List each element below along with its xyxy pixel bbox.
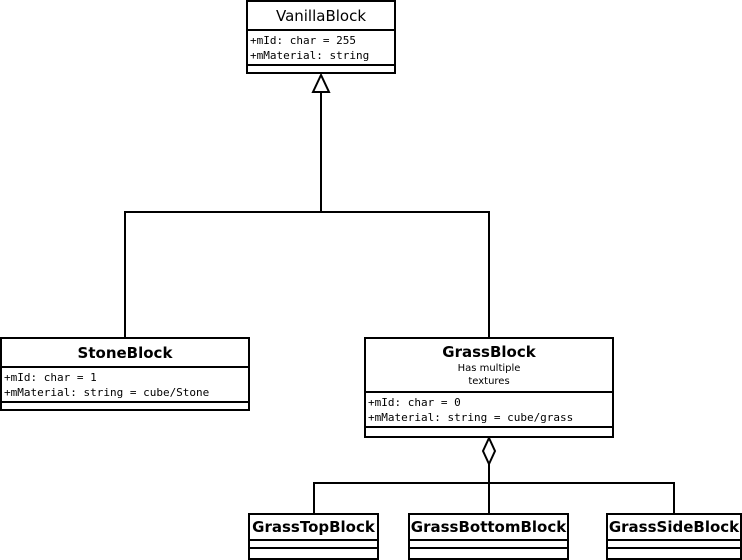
attribute-list: +mId: char = 0 +mMaterial: string = cube… xyxy=(366,393,612,426)
divider xyxy=(410,547,567,549)
class-name: VanillaBlock xyxy=(275,7,367,25)
divider xyxy=(248,64,394,66)
class-grasstopblock[interactable]: GrassTopBlock xyxy=(248,513,379,560)
attribute: +mId: char = 255 xyxy=(250,34,356,47)
attribute: +mId: char = 1 xyxy=(4,371,97,384)
class-stoneblock[interactable]: StoneBlock +mId: char = 1 +mMaterial: st… xyxy=(0,337,250,411)
generalization-arrowhead xyxy=(311,72,331,93)
divider xyxy=(250,539,377,541)
divider xyxy=(608,539,740,541)
class-note: textures xyxy=(468,376,510,387)
attribute-list: +mId: char = 255 +mMaterial: string xyxy=(248,31,394,64)
class-grassblock[interactable]: GrassBlock Has multiple textures +mId: c… xyxy=(364,337,614,438)
class-grasssideblock[interactable]: GrassSideBlock xyxy=(606,513,742,560)
divider xyxy=(366,391,612,393)
class-name: GrassSideBlock xyxy=(608,518,740,536)
class-name: StoneBlock xyxy=(77,344,173,362)
divider xyxy=(2,401,248,403)
operation-list xyxy=(248,66,394,72)
attribute: +mMaterial: string xyxy=(250,49,370,62)
operation-list xyxy=(2,403,248,409)
attribute: +mMaterial: string = cube/grass xyxy=(368,411,574,424)
attribute-list: +mId: char = 1 +mMaterial: string = cube… xyxy=(2,368,248,401)
class-name: GrassBottomBlock xyxy=(410,518,567,536)
aggregation-diamond xyxy=(481,435,497,467)
class-name: GrassTopBlock xyxy=(252,518,375,536)
inheritance-line-grass xyxy=(321,211,490,338)
divider xyxy=(248,29,394,31)
inheritance-line-stone xyxy=(124,211,321,338)
divider xyxy=(366,426,612,428)
aggregation-branch xyxy=(313,482,675,514)
class-vanillablock[interactable]: VanillaBlock +mId: char = 255 +mMaterial… xyxy=(246,0,396,74)
attribute: +mId: char = 0 xyxy=(368,396,461,409)
divider xyxy=(250,547,377,549)
class-name: GrassBlock xyxy=(442,343,536,361)
class-grassbottomblock[interactable]: GrassBottomBlock xyxy=(408,513,569,560)
divider xyxy=(410,539,567,541)
divider xyxy=(2,366,248,368)
divider xyxy=(608,547,740,549)
attribute: +mMaterial: string = cube/Stone xyxy=(4,386,210,399)
class-note: Has multiple xyxy=(457,363,521,374)
operation-list xyxy=(366,428,612,434)
